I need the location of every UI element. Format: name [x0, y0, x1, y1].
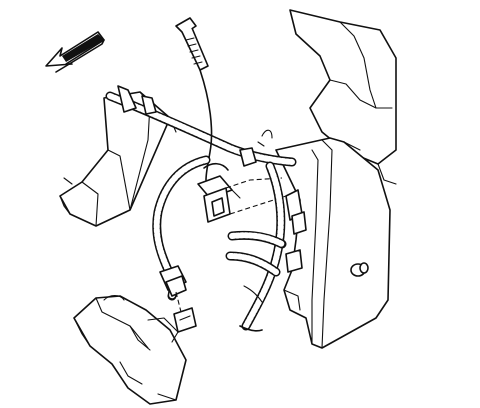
routing-tie: [175, 17, 213, 181]
mounting-stud: [350, 262, 369, 277]
direction-arrow: [45, 31, 105, 73]
lower-connector: [159, 265, 197, 333]
upper-harness: [105, 85, 297, 167]
side-bracket: [275, 137, 391, 349]
floor-bracket: [73, 294, 187, 405]
connector: [197, 162, 287, 223]
lower-harness: [152, 155, 307, 332]
